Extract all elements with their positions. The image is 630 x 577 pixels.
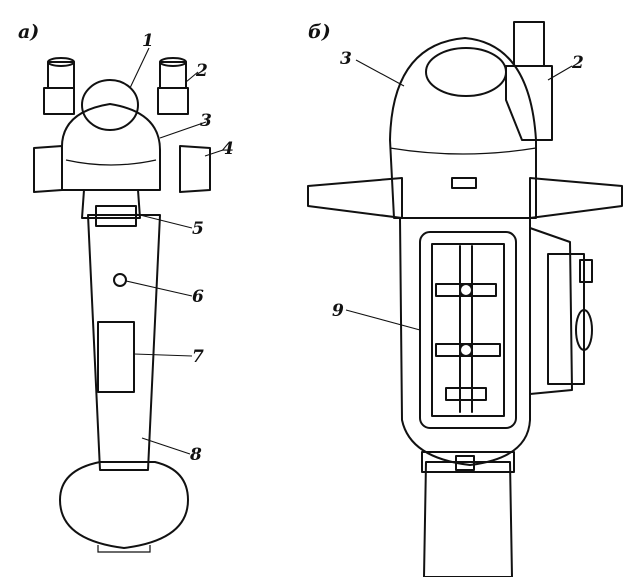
callout-2: 2 — [195, 61, 208, 81]
periscope-tube — [513, 21, 545, 67]
callout-1: 1 — [142, 31, 154, 51]
panel-b-label: б) — [308, 21, 331, 43]
callouts-panel-a: 1 2 3 4 5 6 7 8 — [142, 31, 234, 465]
callout-6: 6 — [192, 287, 204, 307]
bolt — [113, 273, 127, 287]
panel-a-label: а) — [18, 21, 39, 43]
collar — [421, 451, 515, 473]
dome-window — [425, 47, 507, 97]
lower-column — [423, 461, 513, 577]
callout-b-3: 3 — [340, 49, 352, 69]
callout-4: 4 — [222, 139, 234, 159]
handle-right — [179, 145, 211, 193]
side-box — [529, 227, 573, 395]
callouts-panel-b: 3 2 9 — [332, 49, 584, 321]
main-body — [399, 217, 531, 466]
nameplate — [97, 321, 135, 393]
arm-right — [529, 177, 623, 219]
head-housing — [60, 103, 161, 191]
inspection-opening — [419, 231, 517, 429]
panel-a-drawing — [33, 47, 224, 553]
fitting — [95, 205, 137, 227]
callout-b-9: 9 — [332, 301, 344, 321]
callout-b-2: 2 — [571, 53, 584, 73]
pedestal-base — [59, 461, 189, 549]
callout-7: 7 — [192, 347, 204, 367]
callout-3: 3 — [200, 111, 212, 131]
callout-5: 5 — [192, 219, 204, 239]
handle-left — [33, 145, 63, 193]
head-window — [81, 79, 139, 131]
arm-left — [307, 177, 403, 219]
callout-8: 8 — [189, 445, 202, 465]
panel-b-drawing — [307, 21, 623, 577]
